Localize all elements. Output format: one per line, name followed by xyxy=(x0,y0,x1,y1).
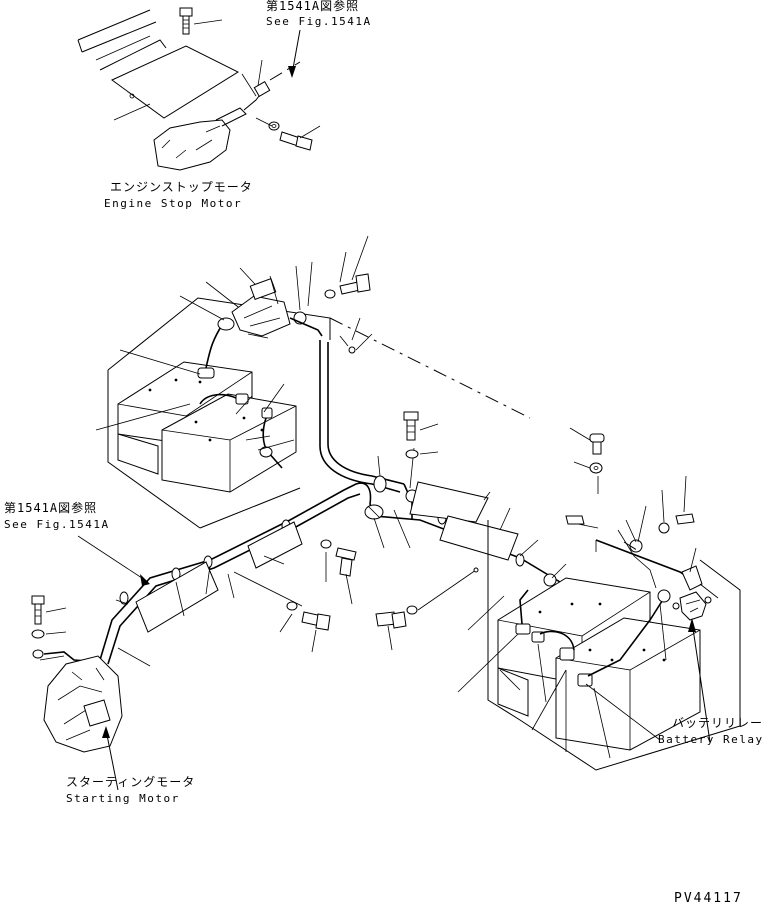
washer-icon xyxy=(325,290,335,298)
bolt-icon xyxy=(32,596,44,624)
bolt-icon xyxy=(340,274,370,294)
drawing-code: PV44117 xyxy=(674,891,743,906)
engine-stop-motor-assembly xyxy=(78,8,320,170)
bolt-icon xyxy=(590,434,604,454)
leader-lines-lower xyxy=(78,492,566,666)
harness-junction-top xyxy=(232,236,530,418)
bolt-icon xyxy=(376,612,406,628)
washer-icon xyxy=(590,463,602,473)
battery-relay-label-en: Battery Relay xyxy=(658,733,764,746)
battery-relay-icon xyxy=(673,592,711,620)
battery-icon xyxy=(118,362,252,474)
ref-label-left-jp: 第1541A図参照 xyxy=(4,501,98,515)
washer-icon xyxy=(321,540,331,548)
main-harness xyxy=(320,340,418,520)
relay-harness xyxy=(566,428,718,742)
leader-lines-right xyxy=(458,596,666,758)
washer-icon xyxy=(287,602,297,610)
ref-label-top-en: See Fig.1541A xyxy=(266,15,372,28)
bolt-icon xyxy=(302,612,330,630)
battery-box-left xyxy=(108,298,330,528)
engine-stop-motor-label-jp: エンジンストップモータ xyxy=(110,180,253,194)
bolt-icon xyxy=(336,548,356,576)
washer-icon xyxy=(407,606,417,614)
bolt-icon xyxy=(404,412,418,440)
washer-icon xyxy=(406,450,418,458)
starting-motor-label-jp: スターティングモータ xyxy=(66,775,196,789)
washer-icon xyxy=(659,523,669,533)
starting-motor-label-en: Starting Motor xyxy=(66,792,180,805)
starting-motor-assembly xyxy=(32,596,122,790)
centre-fasteners xyxy=(404,412,438,458)
ref-label-top-jp: 第1541A図参照 xyxy=(266,0,360,13)
leader-lines-left xyxy=(96,268,294,450)
starting-motor-icon xyxy=(44,656,122,752)
engine-stop-motor-icon xyxy=(154,108,246,170)
lower-fasteners xyxy=(280,540,478,652)
ref-label-left-en: See Fig.1541A xyxy=(4,518,110,531)
bolt-icon xyxy=(180,8,192,34)
battery-relay-label-jp: バッテリリレー xyxy=(672,716,764,730)
battery-icon xyxy=(162,394,296,492)
bolt-icon xyxy=(280,132,312,150)
lower-harness xyxy=(100,482,620,664)
washer-icon xyxy=(269,122,279,130)
engine-stop-motor-label-en: Engine Stop Motor xyxy=(104,197,243,210)
bolt-icon xyxy=(676,514,694,524)
washer-icon xyxy=(32,630,44,638)
